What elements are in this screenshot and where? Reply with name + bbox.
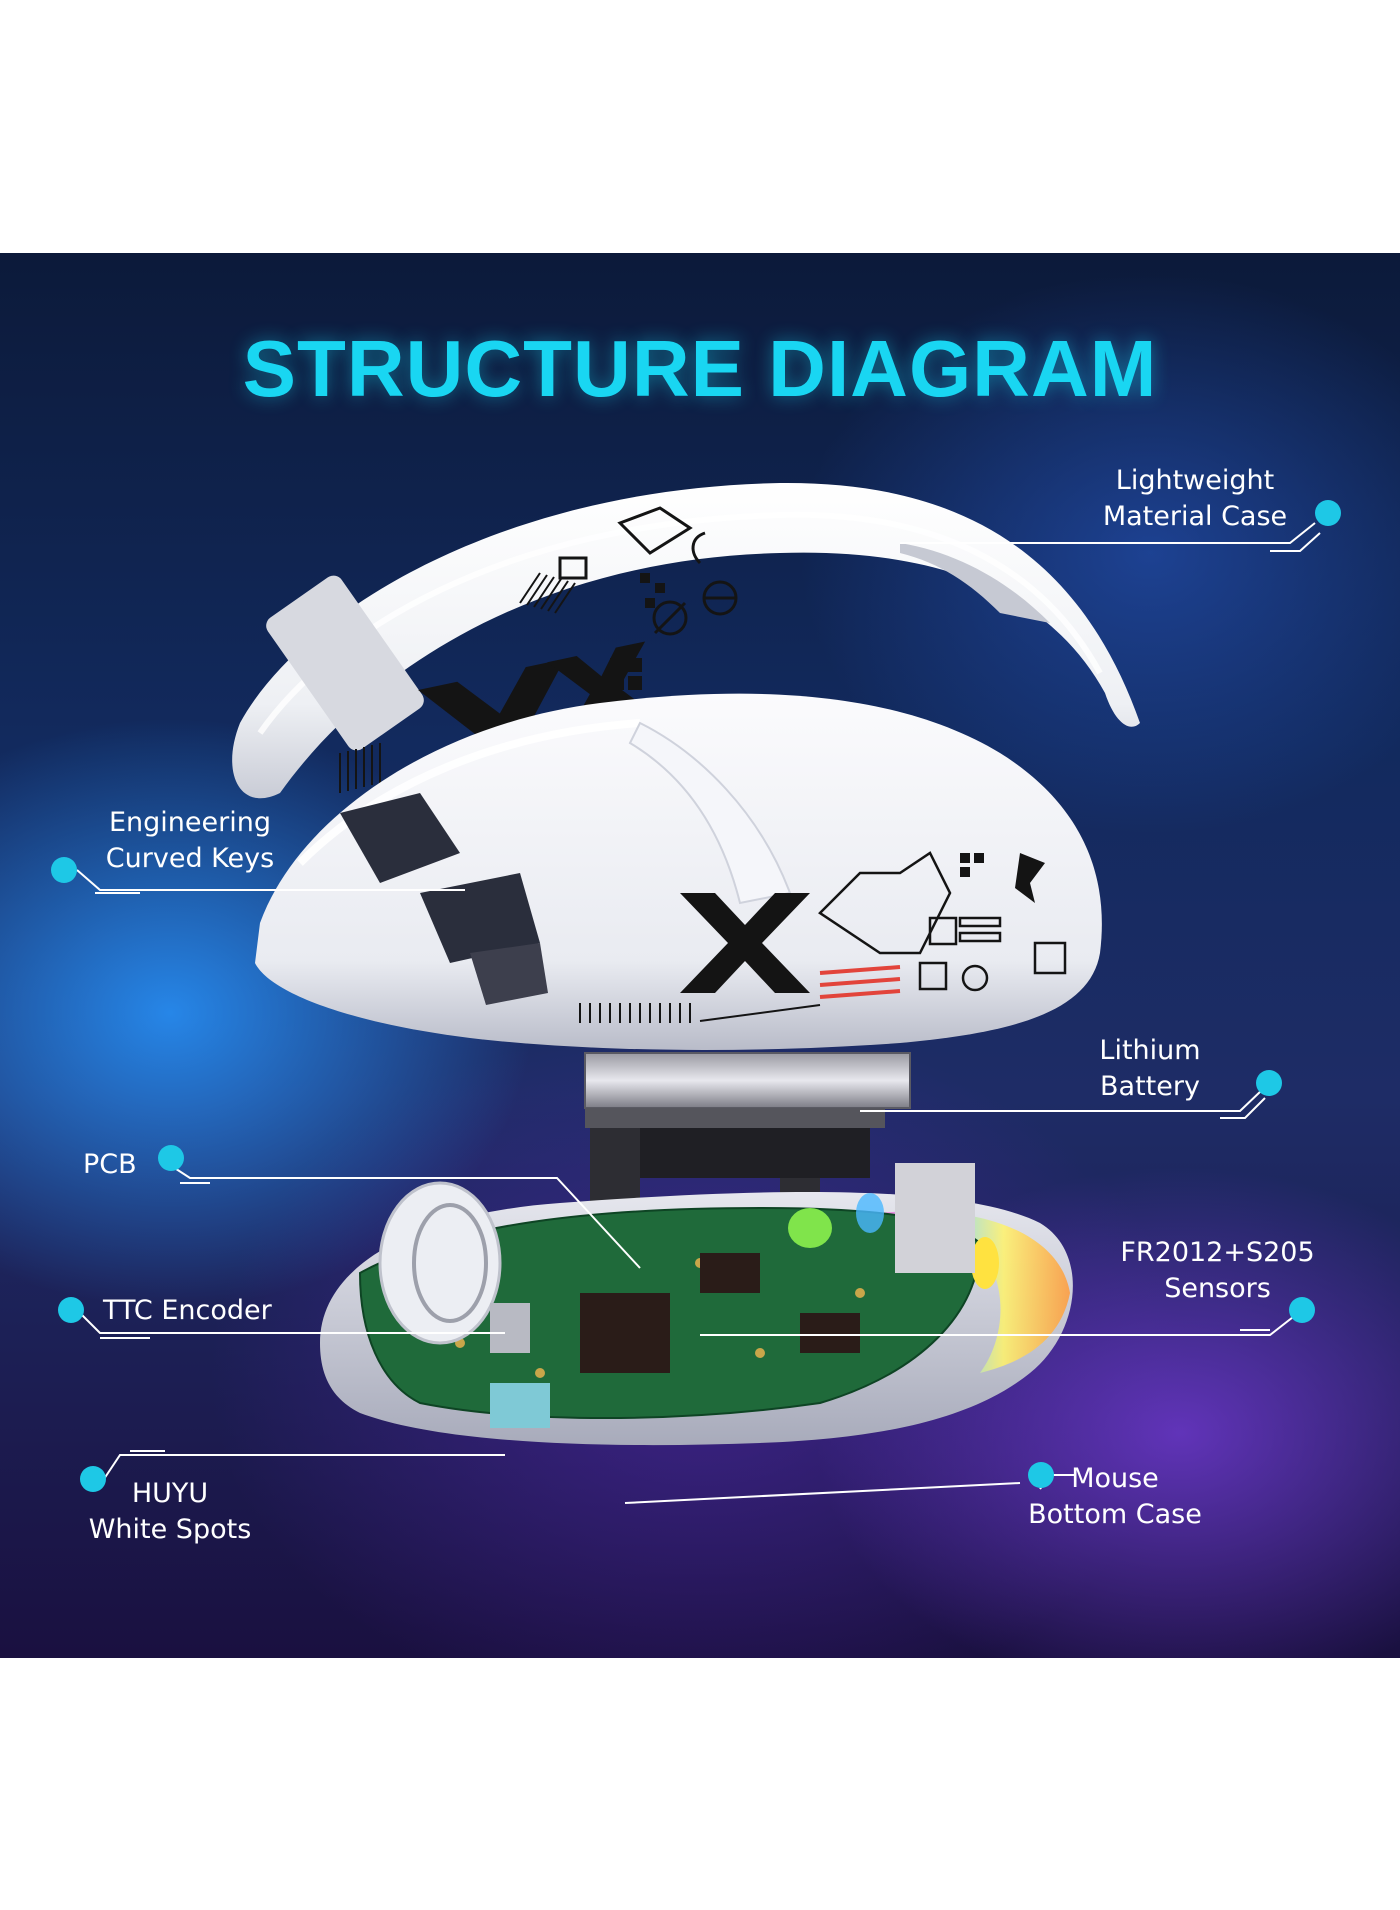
label-encoder: TTC Encoder [103, 1293, 272, 1329]
label-line: Bottom Case [1028, 1499, 1202, 1530]
label-curved-keys: Engineering Curved Keys [95, 805, 285, 877]
mouse-exploded-illustration [51, 482, 1341, 1504]
label-line: Material Case [1102, 501, 1288, 532]
middle-shell [255, 693, 1102, 1050]
label-bottom-case: Mouse Bottom Case [1020, 1461, 1210, 1533]
bottom-case [320, 1163, 1073, 1446]
dot-sensors [1289, 1297, 1315, 1323]
label-line: FR2012+S205 [1120, 1237, 1315, 1268]
label-sensors: FR2012+S205 Sensors [1115, 1235, 1320, 1307]
label-line: HUYU [131, 1478, 209, 1509]
label-line: White Spots [88, 1514, 252, 1545]
label-line: Lithium [1099, 1035, 1201, 1066]
battery [584, 1052, 911, 1218]
label-line: Mouse [1071, 1463, 1159, 1494]
label-line: PCB [83, 1149, 137, 1180]
label-line: Curved Keys [105, 843, 275, 874]
dot-encoder [58, 1297, 84, 1323]
label-lightweight-case: Lightweight Material Case [1085, 463, 1305, 535]
dot-bottom-case [1028, 1462, 1054, 1488]
dot-curved-keys [51, 857, 77, 883]
label-white-spots: HUYU White Spots [80, 1476, 260, 1548]
label-pcb: PCB [83, 1147, 137, 1183]
diagram-panel: STRUCTURE DIAGRAM Lightweight Material C… [0, 253, 1400, 1658]
label-line: Lightweight [1115, 465, 1275, 496]
label-battery: Lithium Battery [1090, 1033, 1210, 1105]
label-line: Engineering [109, 807, 271, 838]
dot-white-spots [80, 1466, 106, 1492]
dot-battery [1256, 1070, 1282, 1096]
label-line: Sensors [1164, 1273, 1271, 1304]
dot-lightweight-case [1315, 500, 1341, 526]
label-line: Battery [1100, 1071, 1200, 1102]
label-line: TTC Encoder [103, 1295, 272, 1326]
label-dots [51, 500, 1341, 1492]
dot-pcb [158, 1145, 184, 1171]
page-title: STRUCTURE DIAGRAM [242, 324, 1158, 413]
